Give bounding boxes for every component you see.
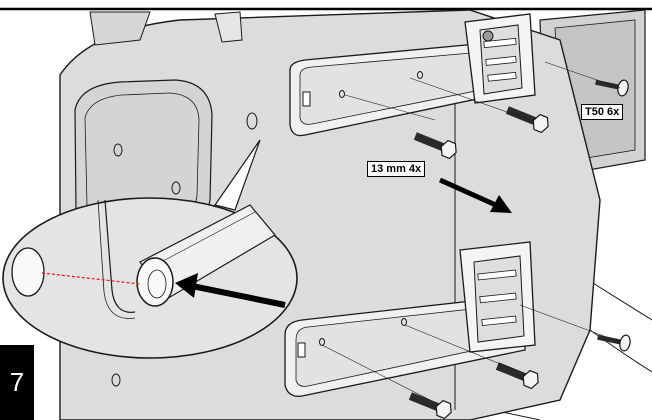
guide-line <box>409 77 531 121</box>
hex-bolt <box>413 132 457 160</box>
panel-hole <box>246 112 258 130</box>
torx-screw <box>597 334 631 352</box>
panel-hole <box>111 373 121 387</box>
guide-line <box>344 94 436 121</box>
guide-line <box>404 324 516 371</box>
alignment-guide <box>41 272 141 285</box>
hex-bolt <box>408 392 452 420</box>
hex-bolt <box>495 362 539 390</box>
panel-hole <box>171 181 181 195</box>
panel-top-tab <box>89 11 151 46</box>
detail-magnifier <box>2 139 298 359</box>
guide-line <box>321 344 431 401</box>
direction-arrow <box>438 177 512 213</box>
panel-hole <box>113 143 123 157</box>
hex-bolt <box>505 106 549 134</box>
torx-screw <box>595 79 629 97</box>
floor-line-2 <box>589 329 652 373</box>
panel-top-notch <box>214 11 243 43</box>
torx-callout-label: T50 6x <box>581 104 624 120</box>
socket-callout-label: 13 mm 4x <box>367 161 426 177</box>
guide-line <box>519 304 621 343</box>
upper-bracket <box>289 13 536 137</box>
lower-bracket <box>284 241 536 397</box>
guide-line <box>544 61 621 89</box>
step-number-badge: 7 <box>0 345 34 420</box>
